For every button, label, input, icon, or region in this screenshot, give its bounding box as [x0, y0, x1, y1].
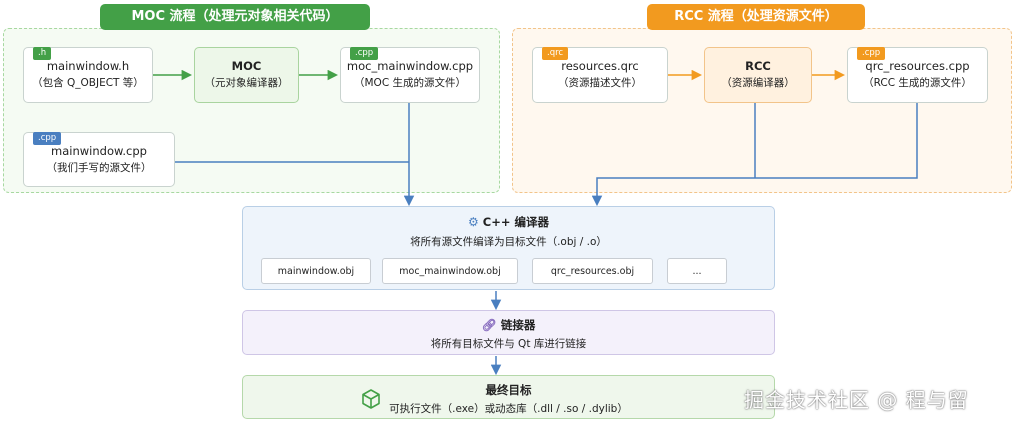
node-name: MOC	[231, 59, 262, 73]
object-file-item: ...	[667, 258, 727, 284]
node-name: resources.qrc	[561, 59, 639, 73]
object-file-item: moc_mainwindow.obj	[382, 258, 518, 284]
linker-stage: 🔗︎ 链接器 将所有目标文件与 Qt 库进行链接	[242, 310, 775, 355]
node-name: moc_mainwindow.cpp	[346, 59, 474, 73]
node-name: RCC	[745, 59, 771, 73]
source-file-node: .cpp mainwindow.cpp （我们手写的源文件）	[23, 132, 175, 187]
node-desc: （MOC 生成的源文件）	[354, 77, 466, 89]
node-name: mainwindow.h	[46, 59, 130, 73]
cube-icon	[362, 389, 380, 409]
rcc-tool-node: RCC （资源编译器）	[704, 47, 812, 103]
node-name: mainwindow.cpp	[51, 143, 147, 158]
final-target-stage: 最终目标 可执行文件（.exe）或动态库（.dll / .so / .dylib…	[242, 375, 775, 419]
node-desc: （RCC 生成的源文件）	[863, 77, 972, 89]
file-tag: .cpp	[350, 47, 379, 60]
watermark: 掘金技术社区 @ 程与留	[744, 388, 969, 412]
node-desc: （元对象编译器）	[204, 77, 289, 89]
compiler-desc: 将所有源文件编译为目标文件（.obj / .o）	[410, 236, 607, 248]
moc-output-node: .cpp moc_mainwindow.cpp （MOC 生成的源文件）	[340, 47, 480, 103]
node-name: qrc_resources.cpp	[865, 59, 970, 73]
compiler-title: C++ 编译器	[482, 215, 549, 229]
file-tag: .h	[33, 47, 52, 60]
final-desc: 可执行文件（.exe）或动态库（.dll / .so / .dylib）	[389, 403, 628, 415]
file-tag: .cpp	[33, 132, 62, 145]
rcc-output-node: .cpp qrc_resources.cpp （RCC 生成的源文件）	[847, 47, 988, 103]
header-file-node: .h mainwindow.h （包含 Q_OBJECT 等）	[23, 47, 153, 103]
final-title: 最终目标	[485, 383, 532, 397]
object-file-item: mainwindow.obj	[261, 258, 371, 284]
node-desc: （资源描述文件）	[558, 77, 642, 89]
object-file-item: qrc_resources.obj	[532, 258, 653, 284]
rcc-flow-title: RCC 流程（处理资源文件）	[647, 4, 865, 30]
gear-icon: ⚙	[468, 215, 479, 229]
file-tag: .qrc	[542, 47, 569, 60]
node-desc: （资源编译器）	[721, 77, 795, 89]
link-icon: 🔗︎	[481, 318, 497, 332]
moc-flow-title: MOC 流程（处理元对象相关代码）	[100, 4, 370, 30]
node-desc: （包含 Q_OBJECT 等）	[32, 77, 144, 89]
moc-tool-node: MOC （元对象编译器）	[194, 47, 299, 103]
file-tag: .cpp	[857, 47, 886, 60]
linker-title: 链接器	[500, 318, 536, 332]
linker-desc: 将所有目标文件与 Qt 库进行链接	[430, 338, 587, 350]
node-desc: （我们手写的源文件）	[46, 161, 152, 174]
arrow-rcc-output-to-compiler	[591, 102, 918, 207]
resource-file-node: .qrc resources.qrc （资源描述文件）	[532, 47, 668, 103]
